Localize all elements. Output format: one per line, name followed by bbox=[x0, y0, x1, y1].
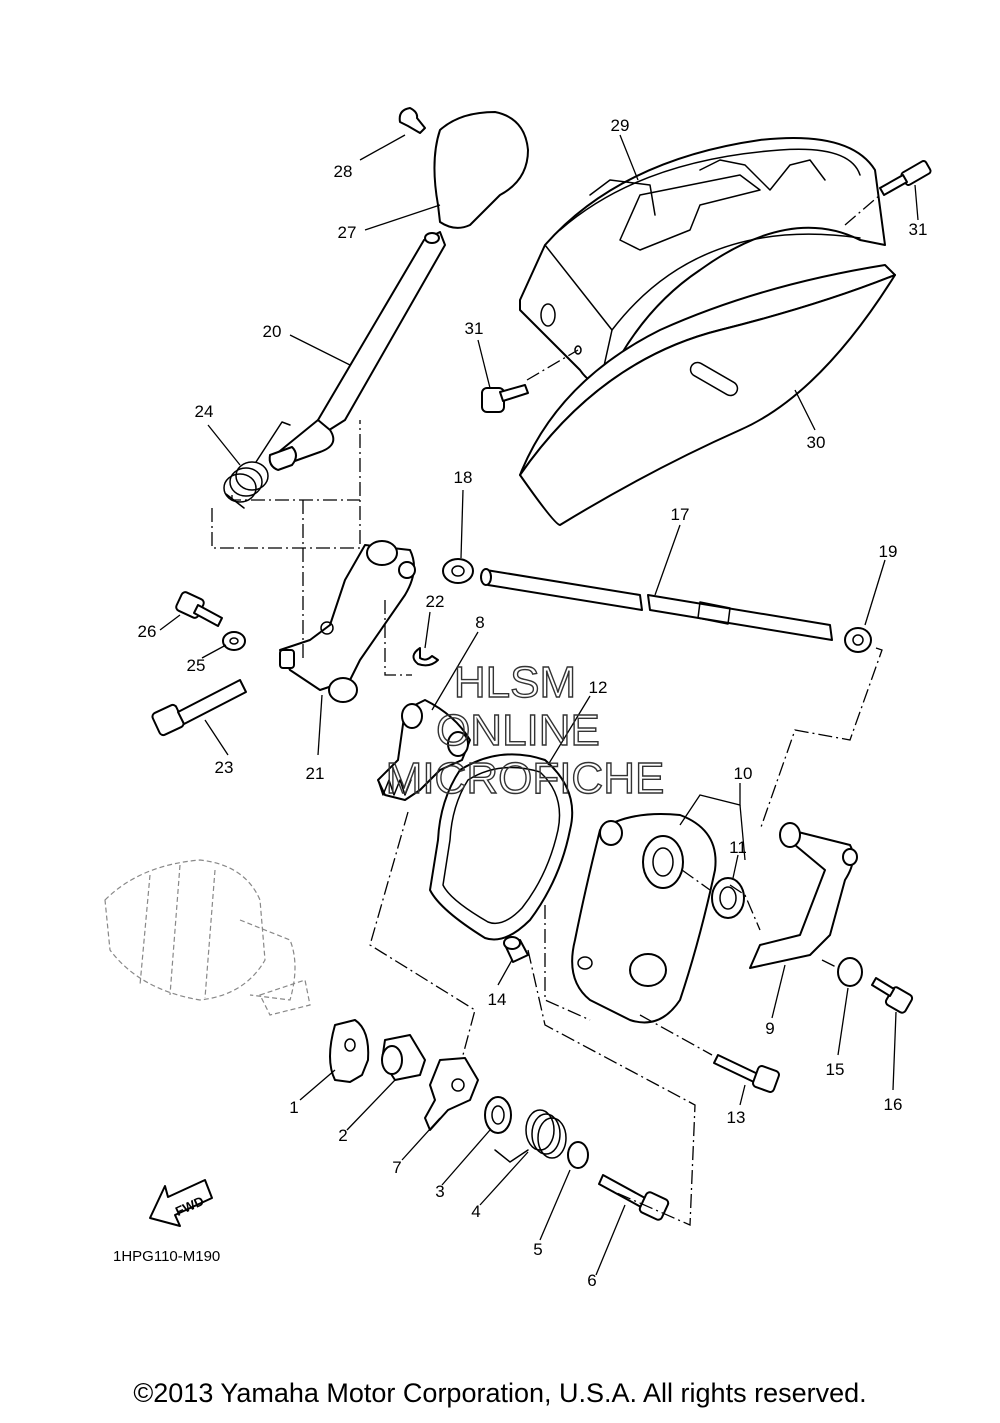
callout-26: 26 bbox=[138, 622, 157, 641]
assembly-lines bbox=[211, 194, 883, 1226]
clip-part-28 bbox=[398, 107, 426, 134]
bolt-part-26 bbox=[175, 591, 223, 627]
callout-28: 28 bbox=[334, 162, 353, 181]
shift-drum-reference bbox=[104, 859, 311, 1016]
shift-knob-part-27 bbox=[433, 111, 529, 229]
nut-part-19 bbox=[844, 627, 872, 653]
callout-30: 30 bbox=[807, 433, 826, 452]
watermark-line-2: ONLINE bbox=[436, 706, 600, 755]
callout-labels: 1 2 3 4 5 6 7 8 9 10 11 12 13 14 15 16 1… bbox=[138, 116, 928, 1290]
shift-arm-part-9 bbox=[749, 822, 858, 969]
callout-5: 5 bbox=[533, 1240, 542, 1259]
copyright-notice: ©2013 Yamaha Motor Corporation, U.S.A. A… bbox=[133, 1378, 867, 1408]
callout-10: 10 bbox=[734, 764, 753, 783]
callout-22: 22 bbox=[426, 592, 445, 611]
callout-7: 7 bbox=[392, 1158, 401, 1177]
leader-lines bbox=[159, 134, 919, 1276]
washer-part-3 bbox=[484, 1096, 512, 1134]
bolt-part-23 bbox=[151, 679, 247, 737]
callout-21: 21 bbox=[306, 764, 325, 783]
guide-plate-part-30 bbox=[519, 264, 896, 526]
bolt-part-6 bbox=[598, 1174, 670, 1221]
shift-lever-part-20 bbox=[268, 231, 446, 471]
bolt-part-31-right bbox=[879, 160, 932, 196]
watermark-line-3: MICROFICHE bbox=[386, 754, 665, 803]
washer-part-15 bbox=[837, 957, 863, 987]
bolt-part-31-left bbox=[481, 384, 529, 413]
callout-1: 1 bbox=[289, 1098, 298, 1117]
stopper-lever-part-7 bbox=[424, 1057, 479, 1131]
callout-2: 2 bbox=[338, 1126, 347, 1145]
fwd-arrow-icon: FWD bbox=[149, 1179, 213, 1227]
stopper-part-1 bbox=[329, 1019, 370, 1083]
callout-31-left: 31 bbox=[465, 319, 484, 338]
callout-4: 4 bbox=[471, 1202, 480, 1221]
callout-3: 3 bbox=[435, 1182, 444, 1201]
callout-23: 23 bbox=[215, 758, 234, 777]
callout-12: 12 bbox=[589, 678, 608, 697]
callout-24: 24 bbox=[195, 402, 214, 421]
diagram-code: 1HPG110-M190 bbox=[113, 1248, 220, 1265]
washer-part-25 bbox=[222, 631, 246, 651]
bolt-part-13 bbox=[713, 1054, 780, 1093]
cover-part-10 bbox=[571, 813, 717, 1024]
callout-18: 18 bbox=[454, 468, 473, 487]
watermark-line-1: HLSM bbox=[454, 658, 576, 707]
callout-9: 9 bbox=[765, 1019, 774, 1038]
shift-shaft-part-17 bbox=[480, 568, 833, 641]
callout-13: 13 bbox=[727, 1108, 746, 1127]
washer-part-5 bbox=[567, 1141, 589, 1169]
dowel-part-14 bbox=[503, 936, 529, 963]
callout-31-right: 31 bbox=[909, 220, 928, 239]
spring-part-24 bbox=[223, 421, 291, 509]
nut-part-18 bbox=[442, 558, 474, 584]
gasket-part-12 bbox=[429, 753, 574, 941]
callout-6: 6 bbox=[587, 1271, 596, 1290]
callout-8: 8 bbox=[475, 613, 484, 632]
callout-11: 11 bbox=[729, 838, 747, 857]
oil-seal-part-11 bbox=[711, 877, 745, 919]
callout-16: 16 bbox=[884, 1095, 903, 1114]
callout-14: 14 bbox=[488, 990, 507, 1009]
callout-19: 19 bbox=[879, 542, 898, 561]
segment-part-8 bbox=[377, 699, 471, 801]
bolt-part-16 bbox=[871, 977, 914, 1014]
callout-17: 17 bbox=[671, 505, 690, 524]
shift-arm-part-21 bbox=[279, 540, 416, 703]
callout-27: 27 bbox=[338, 223, 357, 242]
circlip-part-22 bbox=[412, 647, 439, 667]
callout-29: 29 bbox=[611, 116, 630, 135]
callout-25: 25 bbox=[187, 656, 206, 675]
collar-part-2 bbox=[381, 1034, 426, 1081]
callout-20: 20 bbox=[263, 322, 282, 341]
spring-part-4 bbox=[494, 1109, 567, 1163]
watermark: HLSM ONLINE MICROFICHE bbox=[385, 657, 665, 803]
callout-15: 15 bbox=[826, 1060, 845, 1079]
